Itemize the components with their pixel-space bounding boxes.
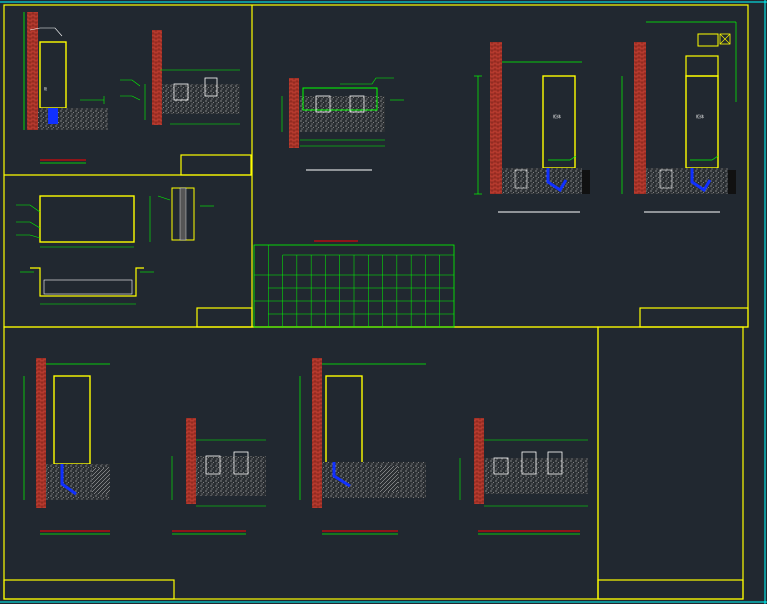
detail-elevation — [16, 187, 214, 248]
detail-section-4: 柜体 — [474, 42, 590, 213]
detail-section-3 — [281, 77, 404, 171]
detail-section-1: 柜 — [23, 12, 108, 164]
detail-section-5: 柜体 — [621, 21, 737, 213]
cabinet-label-a: 柜体 — [553, 113, 561, 119]
detail-section-6 — [23, 358, 110, 535]
schedule-table — [253, 240, 455, 328]
detail-section-7 — [171, 418, 266, 535]
detail-section-2 — [120, 30, 240, 125]
svg-text:柜: 柜 — [44, 86, 48, 91]
detail-plan — [20, 267, 154, 305]
detail-section-8 — [299, 358, 426, 535]
cabinet-label-b: 柜体 — [696, 113, 704, 119]
detail-section-9 — [459, 418, 588, 535]
